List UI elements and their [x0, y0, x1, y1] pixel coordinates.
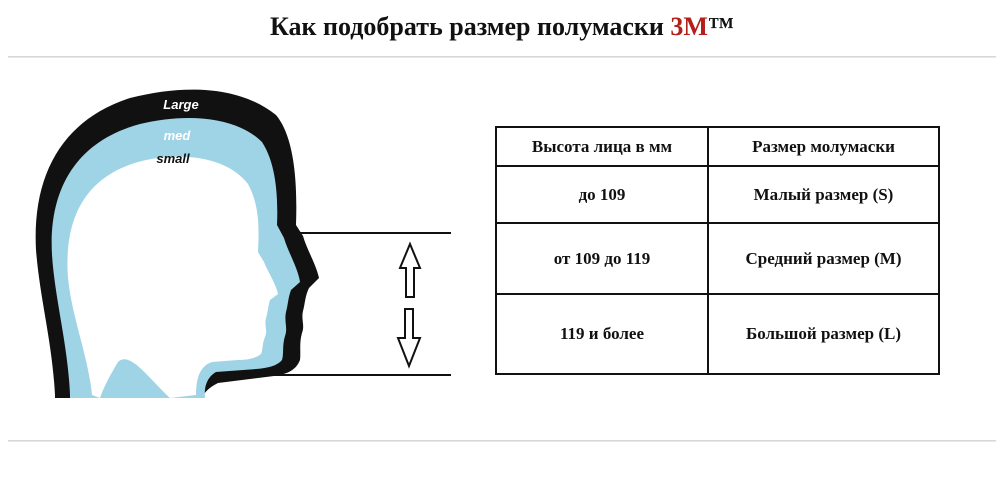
brand-name: 3M [670, 12, 708, 41]
face-height-cell: 119 и более [495, 293, 709, 375]
small-size-face [67, 156, 278, 398]
face-height-cell: от 109 до 119 [495, 222, 709, 295]
bottom-divider [8, 440, 996, 442]
mask-size-cell: Средний размер (M) [707, 222, 940, 295]
page-title: Как подобрать размер полумаски 3M™ [0, 12, 1004, 42]
column-header-face-height: Высота лица в мм [495, 126, 709, 167]
table-row: до 109 Малый размер (S) [495, 165, 940, 224]
face-height-cell: до 109 [495, 165, 709, 224]
mask-size-cell: Малый размер (S) [707, 165, 940, 224]
column-header-mask-size: Размер молумаски [707, 126, 940, 167]
arrow-down-icon [396, 308, 422, 369]
size-table: Высота лица в мм Размер молумаски до 109… [495, 126, 940, 375]
arrow-up-icon [398, 241, 422, 298]
top-divider [8, 56, 996, 58]
trademark-symbol: ™ [707, 12, 734, 41]
head-sizing-diagram: Large med small [35, 89, 451, 398]
title-text: Как подобрать размер полумаски [270, 12, 664, 41]
size-label-large: Large [163, 97, 198, 112]
table-row: от 109 до 119 Средний размер (M) [495, 222, 940, 295]
mask-size-cell: Большой размер (L) [707, 293, 940, 375]
size-label-small: small [156, 151, 190, 166]
size-label-med: med [164, 128, 192, 143]
table-header-row: Высота лица в мм Размер молумаски [495, 126, 940, 167]
table-row: 119 и более Большой размер (L) [495, 293, 940, 375]
